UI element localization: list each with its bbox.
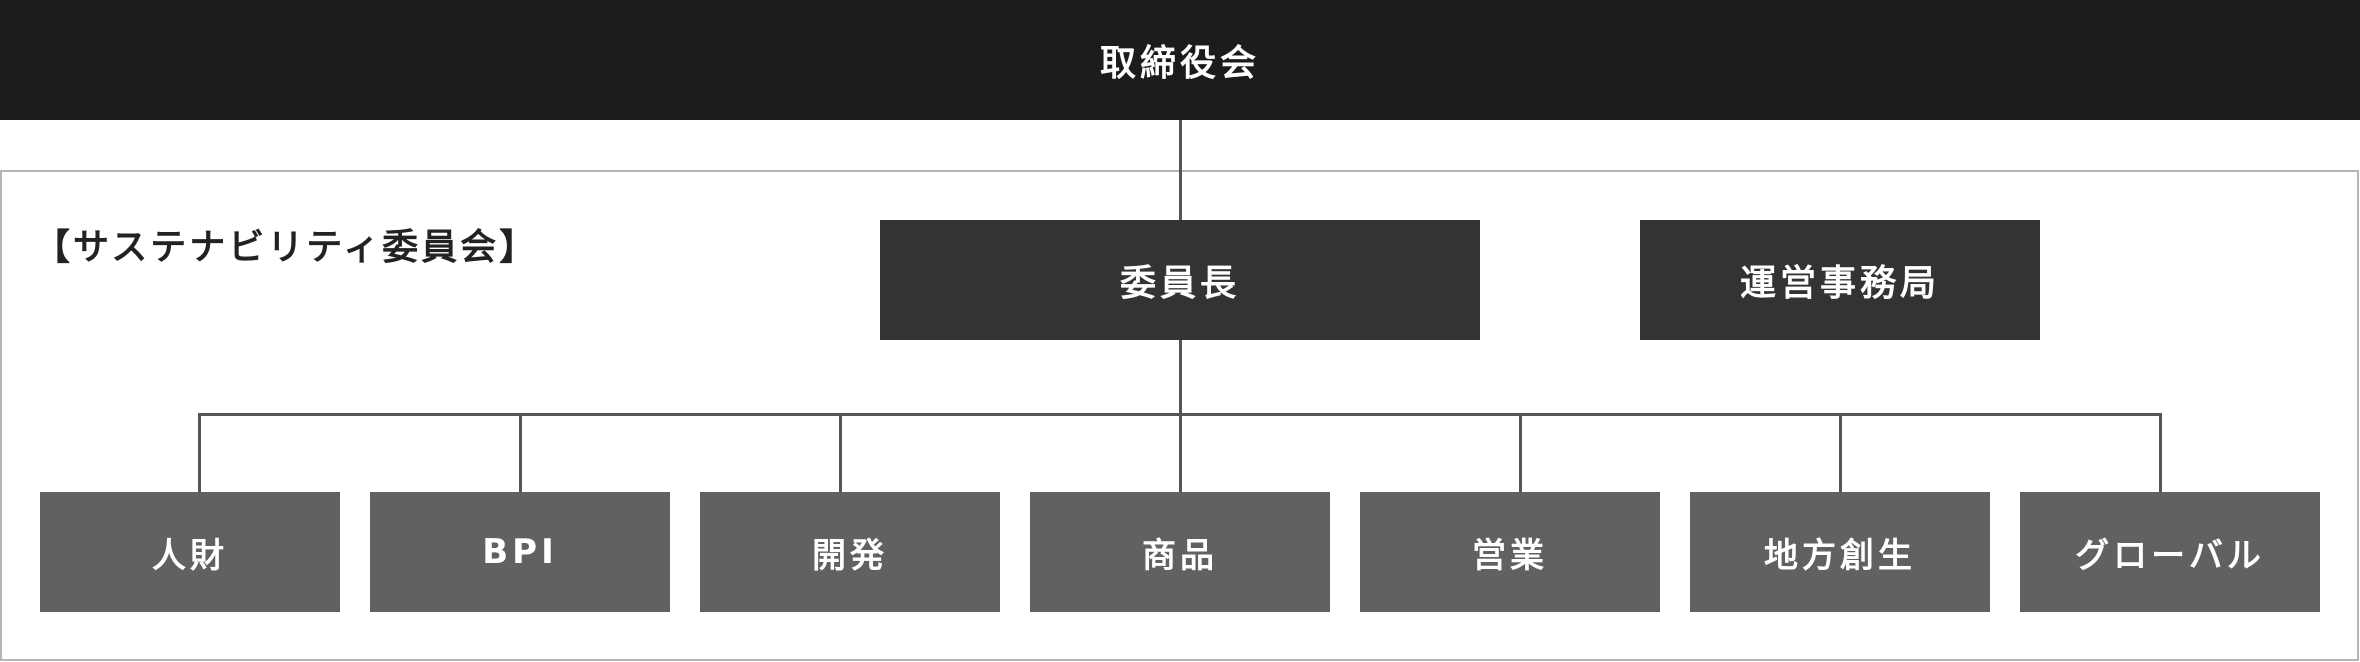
chair-box: 委員長: [880, 220, 1480, 340]
committee-label: 【サステナビリティ委員会】: [34, 227, 539, 268]
connector-chair-bus: [1179, 340, 1182, 416]
connector-board-chair: [1179, 120, 1182, 220]
department-label: BPI: [482, 532, 558, 572]
connector-drop-regional: [1839, 413, 1842, 492]
board-box: 取締役会: [0, 0, 2360, 120]
connector-drop-sales: [1519, 413, 1522, 492]
connector-drop-bpi: [519, 413, 522, 492]
connector-drop-development: [839, 413, 842, 492]
department-label: 人財: [152, 535, 228, 576]
secretariat-box: 運営事務局: [1640, 220, 2040, 340]
department-box-bpi: BPI: [370, 492, 670, 612]
department-box-development: 開発: [700, 492, 1000, 612]
department-box-sales: 営業: [1360, 492, 1660, 612]
chair-label: 委員長: [1119, 263, 1240, 304]
department-label: 開発: [812, 535, 888, 576]
connector-drop-product: [1179, 413, 1182, 492]
department-label: 営業: [1472, 535, 1548, 576]
department-box-hr: 人財: [40, 492, 340, 612]
department-label: 地方創生: [1764, 535, 1916, 576]
department-box-global: グローバル: [2020, 492, 2320, 612]
connector-drop-global: [2159, 413, 2162, 492]
connector-drop-hr: [198, 413, 201, 492]
board-label: 取締役会: [1099, 43, 1260, 84]
department-box-regional: 地方創生: [1690, 492, 1990, 612]
department-label: 商品: [1142, 535, 1218, 576]
department-box-product: 商品: [1030, 492, 1330, 612]
department-label: グローバル: [2075, 535, 2265, 576]
secretariat-label: 運営事務局: [1739, 263, 1940, 304]
